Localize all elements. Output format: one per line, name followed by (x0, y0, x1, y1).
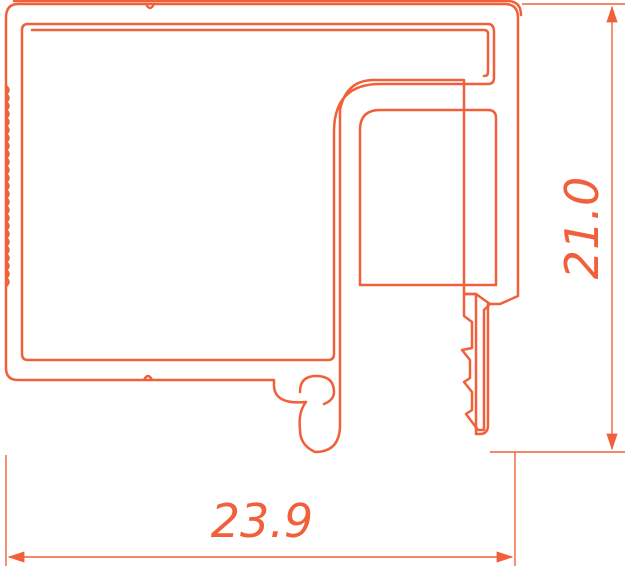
profile-screw-boss (298, 374, 336, 406)
profile-section-body (4, 2, 520, 454)
profile-outer-outline (12, 0, 523, 17)
profile-hollow-outline (30, 28, 490, 78)
profile-snap-leg (460, 292, 492, 432)
profile-top-notch (144, 2, 156, 10)
profile-serrated-edge (4, 84, 10, 288)
height-dimension-label: 21.0 (555, 177, 609, 279)
width-dimension-label: 23.9 (211, 494, 313, 548)
profile-bottom-notch (142, 374, 154, 382)
